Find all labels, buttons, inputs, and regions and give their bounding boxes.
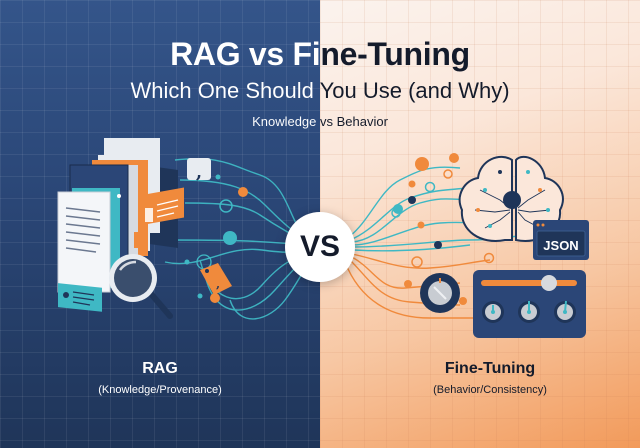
rag-label: RAG (Knowledge/Provenance): [80, 360, 240, 396]
right-connector-nodes: [391, 153, 495, 305]
rag-title: RAG: [142, 360, 178, 377]
header: RAG vs Fine-Tuning: [0, 36, 640, 73]
vs-label: VS: [299, 230, 341, 263]
vs-badge: VS: [285, 212, 355, 282]
svg-text:,: ,: [196, 162, 202, 183]
left-connector-nodes: [184, 171, 302, 303]
subtitle-row: Which One Should You Use (and Why): [0, 78, 640, 104]
tagline-row: Knowledge vs Behavior: [0, 113, 640, 131]
json-badge-text: JSON: [543, 237, 579, 253]
fine-tuning-label: Fine-Tuning (Behavior/Consistency): [400, 360, 580, 396]
id-card-icon: [58, 283, 102, 312]
page-tagline: Knowledge vs Behavior: [252, 114, 388, 129]
json-window-icon: [533, 220, 589, 260]
magnifying-glass-icon: [109, 254, 173, 319]
page-title: RAG vs Fine-Tuning: [170, 36, 470, 72]
rag-subtitle: (Knowledge/Provenance): [98, 384, 222, 396]
knob-icon: [420, 273, 460, 313]
fine-tuning-title: Fine-Tuning: [444, 360, 536, 377]
svg-text:,: ,: [216, 278, 220, 291]
mixer-panel-icon: [473, 270, 586, 338]
quote-icon: ,: [187, 158, 211, 183]
page-subtitle: Which One Should You Use (and Why): [130, 78, 510, 103]
tag-icon: ,: [196, 254, 232, 295]
document-stack-icon: [57, 138, 184, 293]
fine-tuning-subtitle: (Behavior/Consistency): [433, 384, 547, 396]
